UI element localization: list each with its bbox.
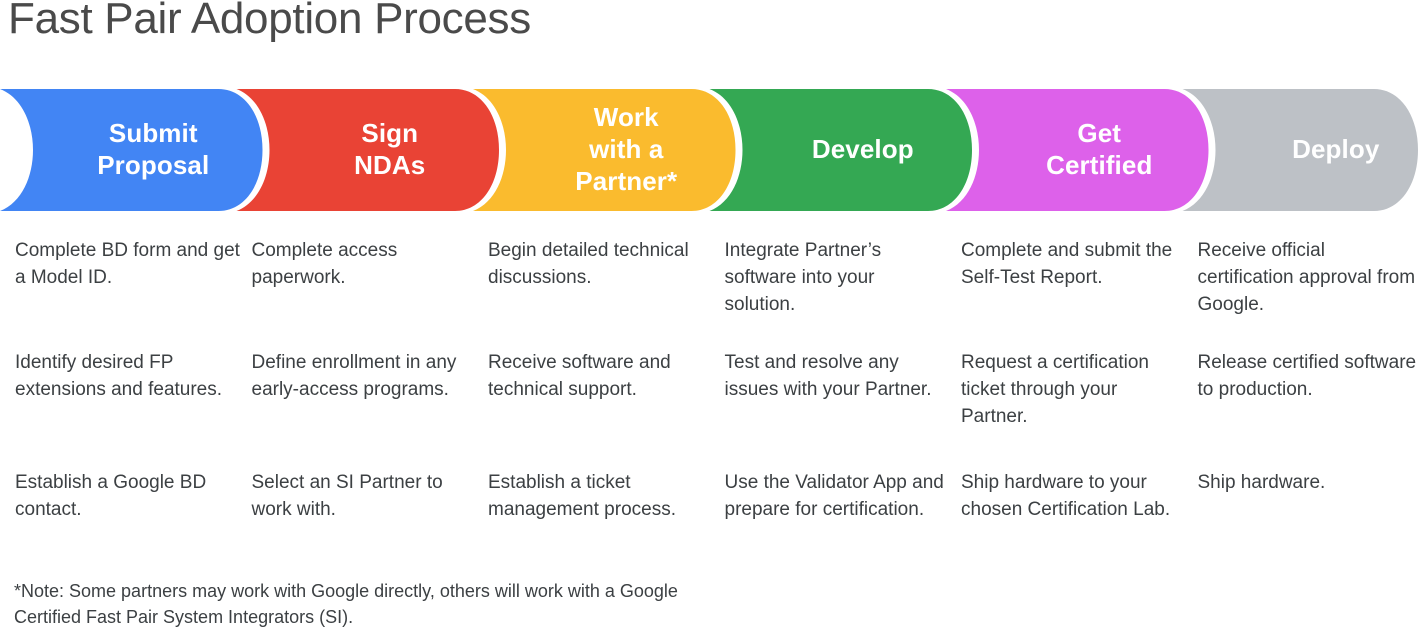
detail-item: Receive official certification approval … <box>1197 240 1416 315</box>
detail-item: Release certified software to production… <box>1197 352 1417 400</box>
detail-item: Complete BD form and get a Model ID. <box>15 240 240 288</box>
chevron-stage-6[interactable] <box>1182 89 1419 211</box>
chevron-shapes <box>0 89 1419 211</box>
detail-item: Request a certification ticket through y… <box>961 352 1149 427</box>
detail-item: Begin detailed technical discussions. <box>488 240 689 288</box>
detail-item: Integrate Partner’s software into your s… <box>724 240 882 315</box>
chevron-stage-4[interactable] <box>709 89 973 211</box>
detail-item: Test and resolve any issues with your Pa… <box>724 352 932 400</box>
footnote-text: *Note: Some partners may work with Googl… <box>14 581 678 628</box>
page-title: Fast Pair Adoption Process <box>8 0 531 43</box>
detail-item: Select an SI Partner to work with. <box>251 472 443 520</box>
detail-item: Receive software and technical support. <box>488 352 671 400</box>
detail-item: Use the Validator App and prepare for ce… <box>724 472 944 520</box>
detail-row: Complete BD form and get a Model ID. Com… <box>0 238 1423 350</box>
detail-item: Ship hardware to your chosen Certificati… <box>961 472 1171 520</box>
detail-item: Identify desired FP extensions and featu… <box>15 352 223 400</box>
detail-item: Complete and submit the Self-Test Report… <box>961 240 1173 288</box>
detail-row: Identify desired FP extensions and featu… <box>0 350 1423 470</box>
detail-item: Establish a Google BD contact. <box>15 472 207 520</box>
detail-row: Establish a Google BD contact. Select an… <box>0 470 1423 580</box>
detail-item: Complete access paperwork. <box>251 240 398 288</box>
chevron-stage-5[interactable] <box>946 89 1209 211</box>
detail-item: Ship hardware. <box>1197 472 1326 493</box>
chevron-stage-1[interactable] <box>0 89 263 211</box>
detail-item: Establish a ticket management process. <box>488 472 676 520</box>
chevron-stage-3[interactable] <box>473 89 736 211</box>
detail-item: Define enrollment in any early-access pr… <box>251 352 457 400</box>
stage-detail-grid: Complete BD form and get a Model ID. Com… <box>0 238 1423 580</box>
chevron-stage-2[interactable] <box>236 89 500 211</box>
